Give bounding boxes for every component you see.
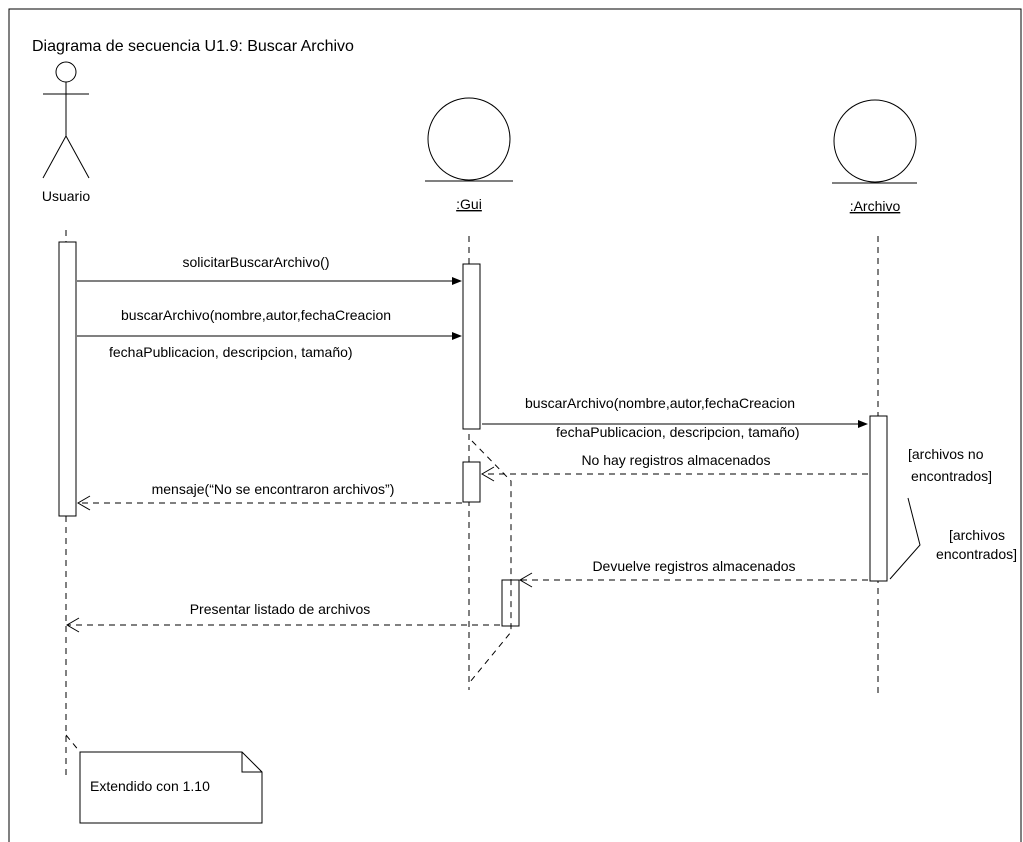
message-label-continued: fechaPublicacion, descripcion, tamaño) — [556, 424, 800, 440]
guard-line: [archivos no — [908, 446, 984, 462]
diagram-title: Diagrama de secuencia U1.9: Buscar Archi… — [32, 38, 354, 55]
note-anchor — [65, 734, 81, 753]
message-label: No hay registros almacenados — [581, 452, 770, 468]
guard-no-encontrados: [archivos no encontrados] — [908, 446, 992, 484]
actor-head-icon — [55, 61, 77, 83]
note-text: Extendido con 1.10 — [90, 778, 210, 794]
alt-path-connector — [469, 440, 512, 683]
arrowhead-icon — [452, 332, 462, 340]
message-label: buscarArchivo(nombre,autor,fechaCreacion — [525, 395, 795, 411]
activation-usuario — [58, 241, 77, 517]
participant-gui: :Gui — [425, 97, 513, 212]
guard-connector — [889, 497, 921, 580]
actor-usuario: Usuario — [42, 61, 90, 204]
open-arrowhead-icon — [481, 466, 495, 482]
message-mensaje: mensaje(“No se encontraron archivos”) — [77, 481, 462, 511]
note-extendido: Extendido con 1.10 — [65, 734, 263, 824]
open-arrowhead-icon — [519, 572, 533, 588]
activation-gui-2 — [462, 461, 481, 503]
message-buscar-2: buscarArchivo(nombre,autor,fechaCreacion… — [482, 395, 868, 440]
participant-label: :Archivo — [850, 198, 901, 214]
note-fold-icon — [241, 752, 262, 773]
gui-circle-icon — [427, 97, 511, 181]
participant-archivo: :Archivo — [832, 99, 917, 214]
note-shape — [79, 751, 263, 824]
actor-label: Usuario — [42, 188, 90, 204]
message-label-continued: fechaPublicacion, descripcion, tamaño) — [109, 344, 353, 360]
message-no-hay-registros: No hay registros almacenados — [481, 452, 868, 482]
message-devuelve-registros: Devuelve registros almacenados — [519, 558, 868, 588]
message-solicitar: solicitarBuscarArchivo() — [77, 254, 462, 285]
guard-line: [archivos — [949, 527, 1005, 543]
arrowhead-icon — [858, 420, 868, 428]
message-label: mensaje(“No se encontraron archivos”) — [152, 481, 395, 497]
message-label: Presentar listado de archivos — [190, 601, 371, 617]
guard-encontrados: [archivos encontrados] — [936, 527, 1017, 562]
open-arrowhead-icon — [77, 495, 91, 511]
arrowhead-icon — [452, 277, 462, 285]
archivo-circle-icon — [833, 99, 917, 183]
message-presentar-listado: Presentar listado de archivos — [66, 601, 500, 633]
message-label: Devuelve registros almacenados — [592, 558, 795, 574]
activation-gui-1 — [462, 263, 481, 430]
message-buscar-1: buscarArchivo(nombre,autor,fechaCreacion… — [77, 307, 462, 360]
activation-archivo — [869, 415, 888, 582]
open-arrowhead-icon — [66, 617, 80, 633]
diagram-frame — [8, 8, 1022, 842]
participant-label: :Gui — [456, 196, 482, 212]
message-label: solicitarBuscarArchivo() — [182, 254, 329, 270]
message-label: buscarArchivo(nombre,autor,fechaCreacion — [121, 307, 391, 323]
guard-line: encontrados] — [911, 468, 992, 484]
guard-line: encontrados] — [936, 546, 1017, 562]
